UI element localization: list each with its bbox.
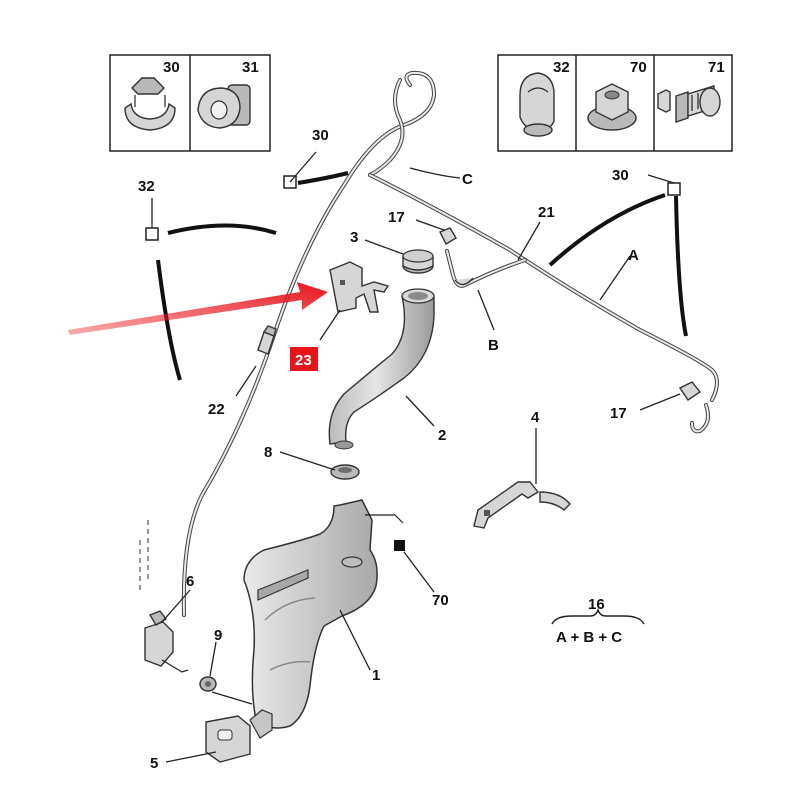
mark-32-left (156, 259, 182, 381)
label-30-top: 30 (312, 127, 329, 144)
inset-label-70: 70 (630, 59, 647, 76)
leaders (151, 151, 681, 763)
part-4-bracket (473, 481, 571, 529)
label-23: 23 (295, 352, 312, 369)
label-5: 5 (150, 755, 158, 772)
inset-label-71: 71 (708, 59, 725, 76)
legend-brace (551, 607, 645, 625)
callout-labels: 30 C 32 17 21 30 3 A B 23 22 17 2 4 8 70… (138, 127, 639, 772)
label-2: 2 (438, 427, 446, 444)
part-1-tank (243, 499, 404, 739)
inset-label-30: 30 (163, 59, 180, 76)
label-23-highlight-box (290, 347, 318, 371)
inset-label-31: 31 (242, 59, 259, 76)
mark-32-top (167, 223, 277, 235)
clip-30-icon (124, 77, 176, 131)
part-17-nozzle-right (678, 381, 702, 401)
part-2-filler-neck (328, 288, 435, 450)
mark-30-right-a (548, 193, 666, 267)
label-9: 9 (214, 627, 222, 644)
label-B: B (488, 337, 499, 354)
clip-31-icon (197, 84, 251, 129)
part-5-plate (205, 715, 251, 763)
hose-lines (139, 70, 719, 617)
label-4: 4 (531, 409, 540, 426)
label-22: 22 (208, 401, 225, 418)
bolt-71-icon (657, 85, 721, 123)
mark-30-top (297, 171, 349, 185)
part-23-bracket (329, 261, 390, 313)
part-8-grommet (330, 464, 360, 480)
label-C: C (462, 171, 473, 188)
label-30-right: 30 (612, 167, 629, 184)
inset-right: 32 70 71 (497, 54, 733, 152)
assembly-legend: 16 A + B + C (551, 596, 645, 646)
clip-32-icon (519, 72, 555, 137)
inset-label-32: 32 (553, 59, 570, 76)
label-8: 8 (264, 444, 272, 461)
inset-left: 30 31 (109, 54, 271, 152)
label-17-top: 17 (388, 209, 405, 226)
marker-70 (394, 540, 405, 551)
nut-70-icon (587, 83, 637, 131)
legend-number: 16 (588, 596, 605, 613)
part-6-pump (144, 610, 189, 673)
part-17-elbow-top (439, 227, 474, 286)
label-17-right: 17 (610, 405, 627, 422)
routing-marks (156, 171, 688, 381)
part-3-cap (402, 249, 434, 274)
part-22-connector (257, 325, 277, 355)
label-32-left: 32 (138, 178, 155, 195)
label-A: A (628, 247, 639, 264)
red-arrow (68, 282, 328, 335)
label-6: 6 (186, 573, 194, 590)
label-21: 21 (538, 204, 555, 221)
label-3: 3 (350, 229, 358, 246)
mark-30-right-b (674, 195, 688, 337)
clip-marker-30-right (667, 182, 681, 196)
part-9-grommet (199, 676, 217, 692)
legend-formula: A + B + C (556, 629, 622, 646)
label-70: 70 (432, 592, 449, 609)
clip-marker-32 (145, 227, 159, 241)
label-1: 1 (372, 667, 380, 684)
